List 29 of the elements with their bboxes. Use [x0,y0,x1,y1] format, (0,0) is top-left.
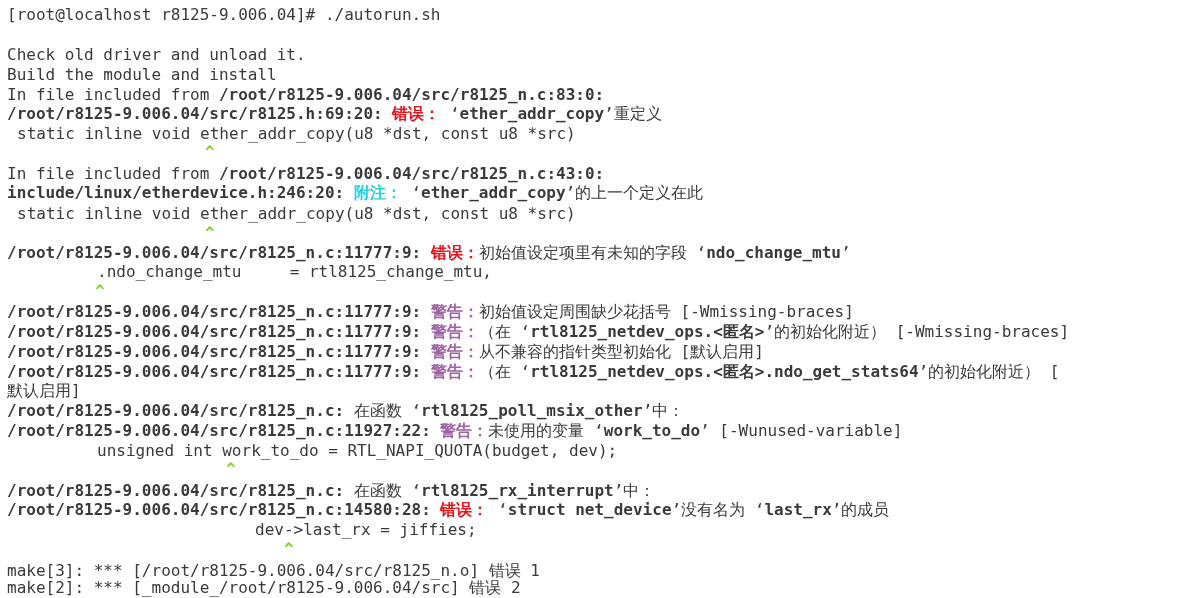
terminal-line: .ndo_change_mtu = rtl8125_change_mtu, [97,262,492,281]
terminal-line: dev->last_rx = jiffies; [255,520,477,539]
terminal-line: 默认启用] [7,381,81,400]
terminal-line: /root/r8125-9.006.04/src/r8125_n.c:11927:22: 警告：未使用的变量 ‘work_to_do’ [-Wunused-variable] [7,421,903,440]
terminal-line: /root/r8125-9.006.04/src/r8125_n.c:11777:9: 错误：初始值设定项里有未知的字段 ‘ndo_change_mtu’ [7,243,851,262]
terminal-line: /root/r8125-9.006.04/src/r8125_n.c: 在函数 ‘rtl8125_rx_interrupt’中： [7,481,656,500]
terminal-line: /root/r8125-9.006.04/src/r8125_n.c: 在函数 ‘rtl8125_poll_msix_other’中： [7,401,685,420]
caret-marker: ^ [284,539,294,558]
terminal-line: Build the module and install [7,65,277,84]
terminal-line: static inline void ether_addr_copy(u8 *dst, const u8 *src) [17,204,576,223]
caret-marker: ^ [205,223,215,242]
terminal-line: /root/r8125-9.006.04/src/r8125_n.c:11777:9: 警告：（在 ‘rtl8125_netdev_ops.<匿名>’的初始化附近） [-Wmissing-braces] [7,322,1070,341]
terminal-line: Check old driver and unload it. [7,45,306,64]
terminal-line: /root/r8125-9.006.04/src/r8125_n.c:11777:9: 警告：（在 ‘rtl8125_netdev_ops.<匿名>.ndo_get_stats64’的初始化附近） [ [7,362,1060,381]
terminal-line: In file included from /root/r8125-9.006.04/src/r8125_n.c:83:0: [7,85,605,104]
terminal-line: /root/r8125-9.006.04/src/r8125_n.c:14580:28: 错误： ‘struct net_device’没有名为 ‘last_rx’的成员 [7,500,890,519]
terminal-line: [root@localhost r8125-9.006.04]# ./autorun.sh [7,5,441,24]
caret-marker: ^ [226,459,236,478]
terminal-line: /root/r8125-9.006.04/src/r8125_n.c:11777:9: 警告：从不兼容的指针类型初始化 [默认启用] [7,342,764,361]
terminal-line: make[3]: *** [/root/r8125-9.006.04/src/r8125_n.o] 错误 1 [7,561,540,580]
terminal-line: unsigned int work_to_do = RTL_NAPI_QUOTA(budget, dev); [97,441,618,460]
terminal-line: include/linux/etherdevice.h:246:20: 附注： ‘ether_addr_copy’的上一个定义在此 [7,183,704,202]
terminal-line: make[2]: *** [_module_/root/r8125-9.006.04/src] 错误 2 [7,578,521,597]
terminal-line: /root/r8125-9.006.04/src/r8125.h:69:20: 错误： ‘ether_addr_copy’重定义 [7,104,662,123]
terminal-line: In file included from /root/r8125-9.006.04/src/r8125_n.c:43:0: [7,164,605,183]
terminal-line: /root/r8125-9.006.04/src/r8125_n.c:11777:9: 警告：初始值设定周围缺少花括号 [-Wmissing-braces] [7,302,854,321]
terminal-line: static inline void ether_addr_copy(u8 *dst, const u8 *src) [17,124,576,143]
caret-marker: ^ [95,281,105,300]
caret-marker: ^ [205,142,215,161]
